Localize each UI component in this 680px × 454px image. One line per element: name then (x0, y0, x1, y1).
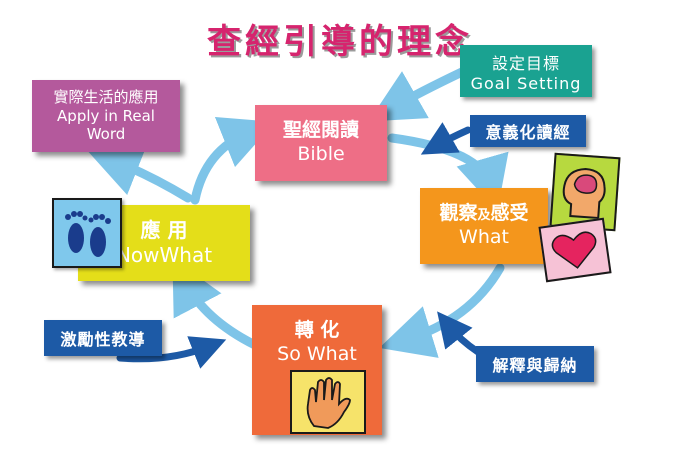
arrow-explain (437, 311, 482, 356)
heart-icon (538, 217, 612, 283)
apply-en-line2: Word (86, 125, 126, 144)
arrow-nowwhat-to-apply (86, 144, 193, 203)
tag-goal-setting: 設定目標 Goal Setting (460, 45, 592, 97)
goal-en: Goal Setting (470, 73, 582, 93)
nowwhat-en: NowWhat (115, 243, 213, 267)
explain-label: 解釋與歸納 (492, 356, 578, 375)
arrow-meaning (420, 122, 472, 155)
node-bible: 聖經閱讀 Bible (255, 105, 387, 181)
arrow-sowhat-to-nowwhat (172, 258, 260, 350)
observe-zh2: 感受 (490, 202, 529, 225)
apply-zh: 實際生活的應用 (53, 87, 159, 106)
page-title: 查經引導的理念 (207, 22, 473, 62)
sowhat-en: So What (277, 342, 357, 365)
observe-en: What (459, 226, 509, 248)
tag-meaningful-reading: 意義化讀經 (470, 115, 586, 147)
node-apply-real-life: 實際生活的應用 Apply in Real Word (32, 80, 180, 152)
tag-encouraging-teaching: 激勵性教導 (44, 320, 162, 356)
node-observe-feel: 觀察及感受 What (420, 188, 548, 264)
meaning-label: 意義化讀經 (485, 123, 571, 142)
nowwhat-zh: 應 用 (140, 218, 188, 242)
head-thinking-icon (549, 152, 621, 232)
encourage-label: 激勵性教導 (60, 330, 146, 349)
observe-zh: 觀察 (439, 202, 478, 225)
footprints-icon (52, 198, 122, 268)
bible-en: Bible (297, 143, 345, 165)
arrow-bible-to-observe (387, 133, 509, 211)
observe-conjunction: 及 (477, 208, 491, 224)
apply-en-line1: Apply in Real (57, 106, 155, 125)
arrow-goal-to-bible (368, 67, 467, 122)
arrow-encourage (116, 336, 227, 369)
goal-zh: 設定目標 (491, 53, 560, 73)
bible-zh: 聖經閱讀 (282, 119, 359, 142)
observe-zh-row: 觀察及感受 (439, 202, 528, 226)
tag-explain-summarize: 解釋與歸納 (476, 346, 594, 382)
sowhat-zh: 轉 化 (294, 319, 340, 341)
arrow-nowwhat-to-bible (190, 116, 276, 205)
hand-icon (290, 370, 366, 434)
